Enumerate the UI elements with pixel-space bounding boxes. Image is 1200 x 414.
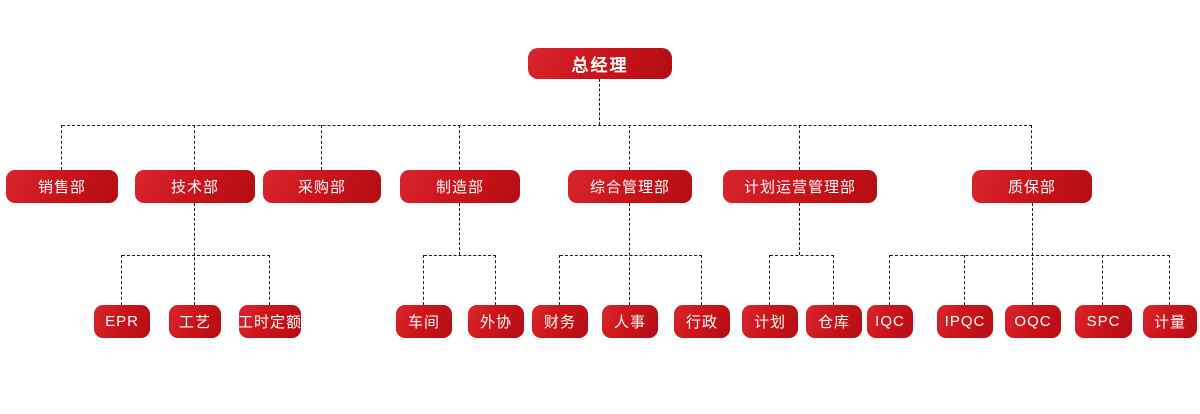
connector-drop-planning-operations bbox=[799, 125, 800, 170]
org-node-metrology: 计量 bbox=[1143, 305, 1197, 338]
connector-drop-finance bbox=[559, 255, 560, 305]
org-node-iqc: IQC bbox=[867, 305, 913, 338]
org-node-spc: SPC bbox=[1075, 305, 1132, 338]
org-node-sales: 销售部 bbox=[6, 170, 118, 203]
connector-general-admin-stem bbox=[629, 203, 630, 305]
org-node-labor-quota: 工时定额 bbox=[238, 305, 301, 338]
connector-planning-operations-bus bbox=[770, 255, 834, 256]
connector-drop-epr bbox=[121, 255, 122, 305]
connector-technology-bus bbox=[122, 255, 270, 256]
connector-planning-operations-stem bbox=[799, 203, 800, 255]
connector-drop-outsourcing bbox=[495, 255, 496, 305]
connector-technology-stem bbox=[194, 203, 195, 305]
connector-drop-labor-quota bbox=[269, 255, 270, 305]
connector-drop-administration bbox=[701, 255, 702, 305]
org-node-ceo: 总经理 bbox=[528, 48, 672, 79]
org-node-administration: 行政 bbox=[674, 305, 730, 338]
org-node-finance: 财务 bbox=[532, 305, 588, 338]
connector-quality-assurance-bus bbox=[890, 255, 1170, 256]
connector-level2-bus bbox=[62, 125, 1032, 126]
org-node-workshop: 车间 bbox=[396, 305, 452, 338]
org-node-planning: 计划 bbox=[742, 305, 798, 338]
connector-root-drop bbox=[599, 79, 600, 125]
connector-drop-quality-assurance bbox=[1031, 125, 1032, 170]
connector-drop-workshop bbox=[423, 255, 424, 305]
org-node-planning-operations: 计划运营管理部 bbox=[723, 170, 877, 203]
connector-drop-purchasing bbox=[321, 125, 322, 170]
org-node-purchasing: 采购部 bbox=[263, 170, 381, 203]
connector-manufacturing-bus bbox=[424, 255, 496, 256]
connector-drop-sales bbox=[61, 125, 62, 170]
connector-drop-technology bbox=[194, 125, 195, 170]
connector-drop-warehouse bbox=[833, 255, 834, 305]
connector-general-admin-bus bbox=[560, 255, 702, 256]
connector-drop-spc bbox=[1102, 255, 1103, 305]
org-node-oqc: OQC bbox=[1005, 305, 1061, 338]
connector-drop-general-admin bbox=[629, 125, 630, 170]
org-node-epr: EPR bbox=[94, 305, 150, 338]
org-node-warehouse: 仓库 bbox=[806, 305, 862, 338]
org-node-general-admin: 综合管理部 bbox=[568, 170, 692, 203]
connector-manufacturing-stem bbox=[459, 203, 460, 255]
connector-drop-metrology bbox=[1169, 255, 1170, 305]
org-node-process: 工艺 bbox=[169, 305, 221, 338]
org-node-hr: 人事 bbox=[602, 305, 658, 338]
connector-drop-iqc bbox=[889, 255, 890, 305]
org-node-quality-assurance: 质保部 bbox=[972, 170, 1092, 203]
org-node-manufacturing: 制造部 bbox=[400, 170, 520, 203]
org-node-outsourcing: 外协 bbox=[468, 305, 524, 338]
connector-drop-planning bbox=[769, 255, 770, 305]
org-node-technology: 技术部 bbox=[135, 170, 255, 203]
org-node-ipqc: IPQC bbox=[937, 305, 993, 338]
connector-drop-manufacturing bbox=[459, 125, 460, 170]
connector-quality-assurance-stem bbox=[1032, 203, 1033, 305]
connector-drop-ipqc bbox=[964, 255, 965, 305]
